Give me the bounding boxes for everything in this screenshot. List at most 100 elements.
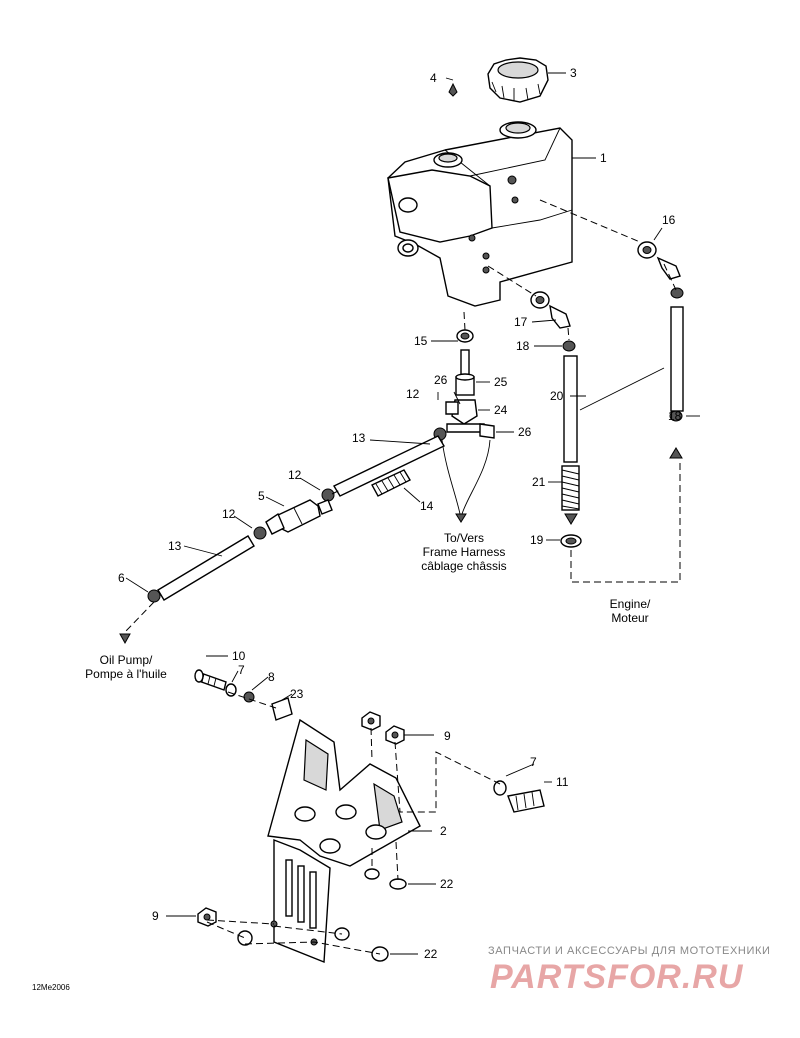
callout-26-top: 26 <box>434 373 448 387</box>
connector-26-right <box>479 423 495 439</box>
caption-oil-pump-line2: Pompe à l'huile <box>85 667 167 681</box>
callout-16: 16 <box>662 213 676 227</box>
callout-4: 4 <box>430 71 437 85</box>
callout-21: 21 <box>532 475 546 489</box>
clamp-12-low <box>253 526 267 540</box>
callout-25: 25 <box>494 375 508 389</box>
callout-22-mid: 22 <box>440 877 454 891</box>
callout-11: 11 <box>556 775 569 789</box>
caption-frame-harness-line3: câblage châssis <box>421 559 506 573</box>
clip-23 <box>271 697 293 721</box>
leader-lines <box>125 72 700 955</box>
bolt-11 <box>507 789 545 813</box>
hose-13-lower <box>157 535 255 601</box>
caption-engine-line2: Moteur <box>611 611 648 625</box>
callout-7-right: 7 <box>530 755 537 769</box>
clamp-12-mid <box>321 488 335 502</box>
oil-tank <box>387 121 573 307</box>
washer-7-left <box>225 683 237 697</box>
callout-1: 1 <box>600 151 607 165</box>
callout-14: 14 <box>420 499 434 513</box>
callout-18-left: 18 <box>516 339 530 353</box>
bracket-2 <box>267 718 421 964</box>
grommet-15 <box>456 329 474 343</box>
dash-engine <box>570 462 681 583</box>
arrow-down-icon <box>564 513 578 525</box>
callout-9-top: 9 <box>444 729 451 743</box>
caption-engine-line1: Engine/ <box>610 597 651 611</box>
drawing-code: 12Me2006 <box>32 983 70 992</box>
callout-24: 24 <box>494 403 508 417</box>
clamp-6 <box>147 589 161 603</box>
caption-oil-pump-line1: Oil Pump/ <box>100 653 153 667</box>
watermark-logo: PARTSFOR.RU <box>490 958 744 996</box>
callout-2: 2 <box>440 824 447 838</box>
callout-18-right: 18 <box>668 409 682 423</box>
connector-25 <box>455 373 475 396</box>
callout-12-top: 12 <box>406 387 420 401</box>
dash-16-to-hose <box>663 263 677 291</box>
caption-engine: Engine/ Moteur <box>610 597 651 625</box>
filler-cap <box>487 57 549 103</box>
screw-10 <box>194 669 227 691</box>
callout-20: 20 <box>550 389 564 403</box>
dash-oilpump <box>124 601 155 633</box>
spring-14 <box>371 469 411 497</box>
arrow-oilpump-icon <box>119 633 131 645</box>
nut-9-bottom <box>197 907 217 927</box>
caption-frame-harness: To/Vers Frame Harness câblage châssis <box>421 531 506 573</box>
callout-5: 5 <box>258 489 265 503</box>
dash-17-to-18 <box>567 327 570 341</box>
callout-6: 6 <box>118 571 125 585</box>
spring-21 <box>561 465 580 511</box>
dash-tank-to-15 <box>463 311 466 331</box>
caption-frame-harness-line2: Frame Harness <box>423 545 506 559</box>
clamp-18-left <box>562 340 576 352</box>
arrow-harness-icon <box>455 513 467 523</box>
callout-12-low: 12 <box>222 507 236 521</box>
callout-13-low: 13 <box>168 539 182 553</box>
filter-5 <box>265 499 333 535</box>
callout-26-right: 26 <box>518 425 532 439</box>
callout-19: 19 <box>530 533 544 547</box>
watermark-tagline: ЗАПЧАСТИ И АКСЕССУАРЫ ДЛЯ МОТОТЕХНИКИ <box>488 945 771 957</box>
washer-22-mid <box>364 868 380 880</box>
filler-gasket <box>448 82 458 97</box>
nut-9-top <box>361 711 405 745</box>
callout-3: 3 <box>570 66 577 80</box>
callout-7-left: 7 <box>238 663 245 677</box>
arrow-up-icon <box>669 447 683 459</box>
callout-9-bottom: 9 <box>152 909 159 923</box>
washer-7-right <box>493 780 507 796</box>
callout-22-bottom: 22 <box>424 947 438 961</box>
hose-right <box>670 306 684 412</box>
callout-13-top: 13 <box>352 431 366 445</box>
fitting-16 <box>637 241 681 280</box>
dash-bottom-left <box>206 919 381 955</box>
hose-20 <box>563 355 578 463</box>
callout-15: 15 <box>414 334 428 348</box>
caption-oil-pump: Oil Pump/ Pompe à l'huile <box>85 653 167 681</box>
hose-13-upper <box>333 435 445 497</box>
dash-tank-to-17 <box>487 265 537 297</box>
fitting-17 <box>530 291 571 329</box>
dash-tank-to-16 <box>539 199 641 243</box>
dash-screw <box>227 691 277 709</box>
washer-lower-a <box>237 930 253 946</box>
wire-harness <box>441 439 491 515</box>
dash-nuts <box>370 727 501 813</box>
callout-12-mid: 12 <box>288 468 302 482</box>
connector-26-left <box>445 401 459 415</box>
callout-10: 10 <box>232 649 246 663</box>
callouts: 3 4 1 16 17 18 15 25 26 12 24 26 13 20 1… <box>118 66 682 961</box>
clamp-19 <box>560 534 582 548</box>
dash-13-to-12 <box>331 489 341 495</box>
caption-frame-harness-line1: To/Vers <box>444 531 484 545</box>
callout-17: 17 <box>514 315 528 329</box>
callout-8: 8 <box>268 670 275 684</box>
callout-23: 23 <box>290 687 304 701</box>
washer-22-right <box>389 878 407 890</box>
dash-bracket-washers <box>371 841 399 881</box>
clamp-18-right-top <box>670 287 684 299</box>
